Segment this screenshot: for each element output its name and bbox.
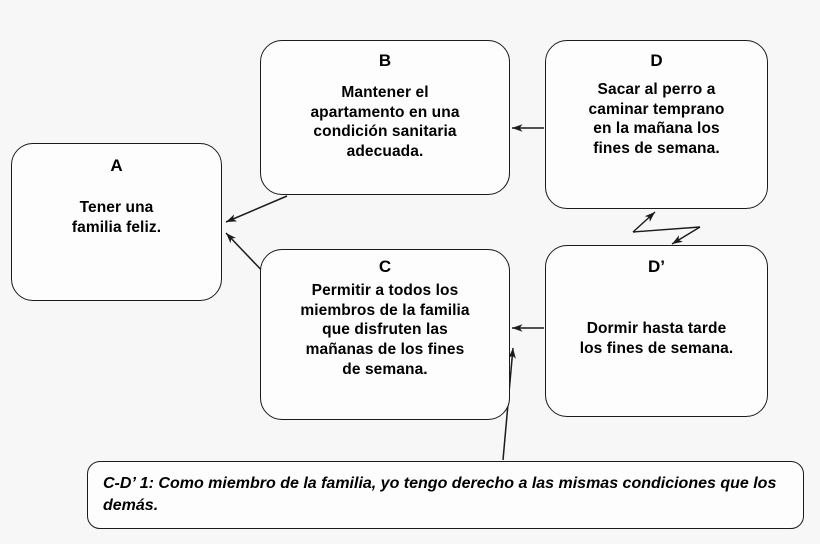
node-b[interactable]: B Mantener el apartamento en una condici… <box>260 40 510 195</box>
node-a-text: Tener una familia feliz. <box>71 198 162 236</box>
node-d-text: Sacar al perro a caminar temprano en la … <box>588 80 725 158</box>
node-b-text: Mantener el apartamento en una condición… <box>310 83 460 161</box>
node-d-prime[interactable]: D’ Dormir hasta tarde los fines de seman… <box>545 245 768 417</box>
node-d-prime-text: Dormir hasta tarde los fines de semana. <box>579 319 734 357</box>
node-d[interactable]: D Sacar al perro a caminar temprano en l… <box>545 40 768 209</box>
assumption-caption-text: C-D’ 1: Como miembro de la familia, yo t… <box>103 474 777 514</box>
assumption-caption-box[interactable]: C-D’ 1: Como miembro de la familia, yo t… <box>87 461 804 529</box>
node-d-tag: D <box>650 51 663 70</box>
edge-b-to-a <box>225 195 288 223</box>
node-a[interactable]: A Tener una familia feliz. <box>11 143 222 301</box>
node-b-tag: B <box>378 51 392 70</box>
node-c-tag: C <box>378 257 392 276</box>
edge-conflict-d-dprime <box>632 226 701 233</box>
edge-conflict-lower-arm <box>671 226 701 245</box>
node-d-prime-tag: D’ <box>648 257 665 276</box>
node-c-text: Permitir a todos los miembros de la fami… <box>300 281 470 378</box>
node-a-tag: A <box>110 156 123 175</box>
edge-conflict-upper-arm <box>632 211 656 233</box>
node-c[interactable]: C Permitir a todos los miembros de la fa… <box>260 249 510 420</box>
